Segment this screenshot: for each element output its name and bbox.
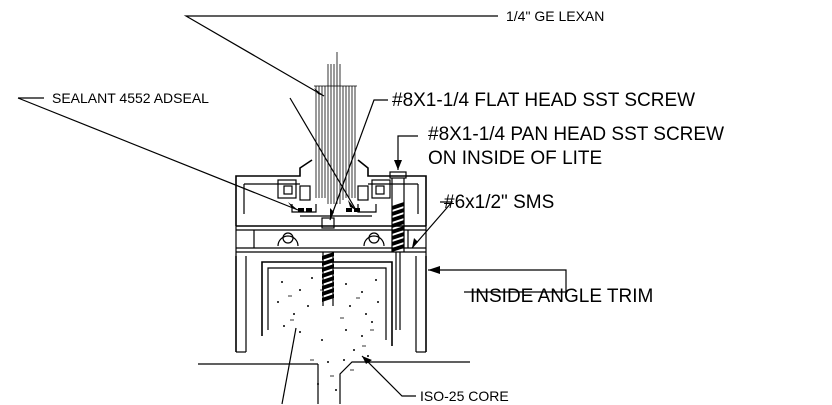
label-sms: #6x1/2" SMS (444, 192, 554, 213)
wall-structure (198, 327, 470, 405)
label-lexan: 1/4" GE LEXAN (506, 8, 604, 24)
iso-core (261, 261, 393, 391)
label-pan-head-screw-note: ON INSIDE OF LITE (428, 148, 602, 169)
pan-head-screw (389, 171, 407, 330)
lexan-sheet (314, 52, 357, 204)
frame-extrusion (235, 159, 427, 256)
label-iso-core: ISO-25 CORE (420, 388, 509, 404)
label-pan-head-screw: #8X1-1/4 PAN HEAD SST SCREW (428, 124, 724, 145)
angle-trim (235, 256, 427, 353)
label-angle-trim: INSIDE ANGLE TRIM (470, 286, 653, 307)
sealant-beads (298, 208, 360, 212)
label-flat-head-screw: #8X1-1/4 FLAT HEAD SST SCREW (392, 90, 695, 111)
leader-lines (17, 15, 567, 397)
label-sealant: SEALANT 4552 ADSEAL (52, 90, 209, 106)
